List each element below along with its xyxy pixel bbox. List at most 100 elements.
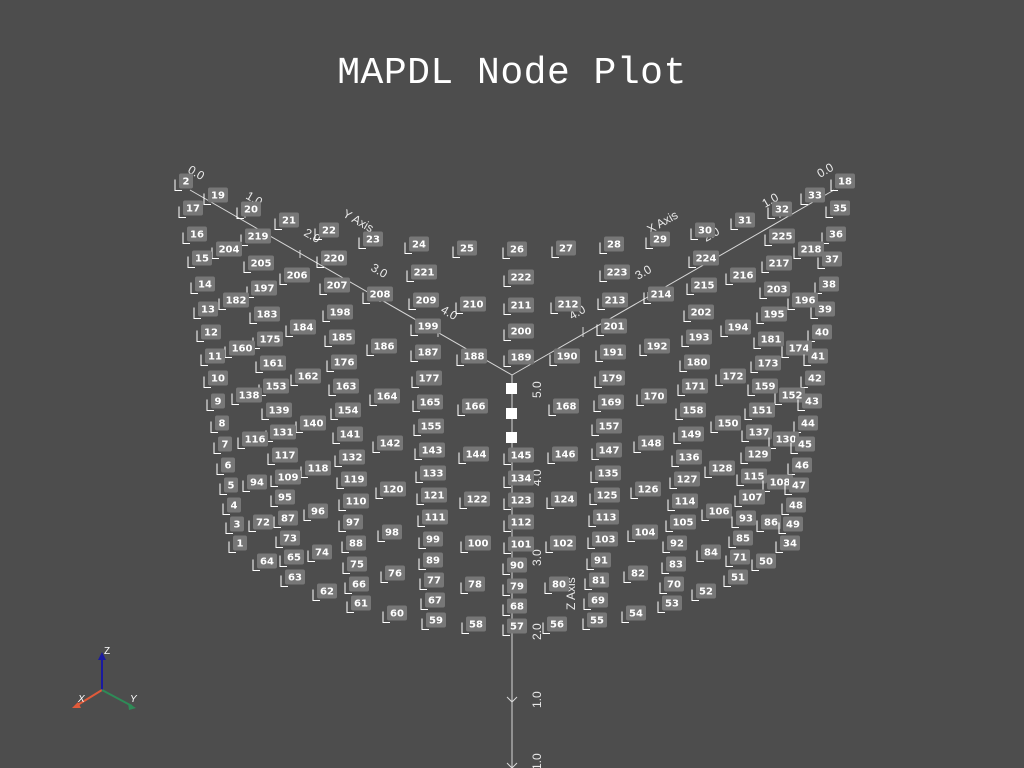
node-label[interactable]: 185 <box>324 329 355 347</box>
node-label[interactable]: 132 <box>334 449 365 467</box>
node-label[interactable]: 22 <box>314 222 339 240</box>
node-label[interactable]: 109 <box>270 469 301 487</box>
node-label[interactable]: 73 <box>275 530 300 548</box>
node-label[interactable]: 47 <box>784 477 809 495</box>
node-label[interactable]: 196 <box>787 292 818 310</box>
node-label[interactable]: 85 <box>728 530 753 548</box>
node-label[interactable]: 60 <box>382 605 407 623</box>
node-label[interactable]: 192 <box>639 338 670 356</box>
node-label[interactable]: 166 <box>457 398 488 416</box>
node-label[interactable]: 59 <box>421 612 446 630</box>
node-label[interactable]: 181 <box>753 331 784 349</box>
node-label[interactable]: 221 <box>406 264 437 282</box>
node-label[interactable]: 108 <box>762 474 793 492</box>
node-label[interactable]: 54 <box>621 605 646 623</box>
node-label[interactable]: 154 <box>330 402 361 420</box>
node-label[interactable]: 203 <box>759 281 790 299</box>
node-label[interactable]: 131 <box>265 424 296 442</box>
node-label[interactable]: 216 <box>725 267 756 285</box>
node-label[interactable]: 222 <box>503 269 534 287</box>
node-label[interactable]: 187 <box>410 344 441 362</box>
node-label[interactable]: 69 <box>583 592 608 610</box>
node-label[interactable]: 81 <box>584 572 609 590</box>
node-label[interactable]: 179 <box>594 370 625 388</box>
node-label[interactable]: 19 <box>203 187 228 205</box>
node-label[interactable]: 70 <box>659 576 684 594</box>
node-label[interactable]: 9 <box>206 393 225 411</box>
node-label[interactable]: 82 <box>623 565 648 583</box>
node-label[interactable]: 158 <box>675 402 706 420</box>
node-label[interactable]: 183 <box>249 306 280 324</box>
node-label[interactable]: 29 <box>645 231 670 249</box>
node-label[interactable]: 42 <box>800 370 825 388</box>
node-label[interactable]: 12 <box>196 324 221 342</box>
node-label[interactable]: 66 <box>344 576 369 594</box>
node-label[interactable]: 40 <box>807 324 832 342</box>
node-label[interactable]: 157 <box>591 418 622 436</box>
node-label[interactable]: 76 <box>380 565 405 583</box>
node-label[interactable]: 120 <box>375 481 406 499</box>
node-label[interactable]: 143 <box>414 442 445 460</box>
node-label[interactable]: 77 <box>419 572 444 590</box>
node-label[interactable]: 199 <box>410 318 441 336</box>
node-label[interactable]: 86 <box>756 514 781 532</box>
node-label[interactable]: 10 <box>203 370 228 388</box>
node-label[interactable]: 116 <box>237 431 268 449</box>
node-label[interactable]: 46 <box>787 457 812 475</box>
node-label[interactable]: 31 <box>730 212 755 230</box>
node-label[interactable]: 28 <box>599 236 624 254</box>
node-label[interactable]: 45 <box>790 436 815 454</box>
node-label[interactable]: 117 <box>267 447 298 465</box>
node-label[interactable]: 39 <box>810 301 835 319</box>
node-label[interactable]: 106 <box>701 503 732 521</box>
node-label[interactable]: 200 <box>503 323 534 341</box>
node-label[interactable]: 107 <box>734 489 765 507</box>
node-label[interactable]: 67 <box>420 592 445 610</box>
node-label[interactable]: 87 <box>273 510 298 528</box>
node-label[interactable]: 147 <box>591 442 622 460</box>
node-label[interactable]: 23 <box>358 231 383 249</box>
node-label[interactable]: 111 <box>417 509 448 527</box>
node-label[interactable]: 2 <box>174 173 193 191</box>
node-label[interactable]: 102 <box>545 535 576 553</box>
node-label[interactable]: 212 <box>550 296 581 314</box>
node-label[interactable]: 44 <box>793 415 818 433</box>
node-label[interactable]: 142 <box>372 435 403 453</box>
node-label[interactable]: 8 <box>210 415 229 433</box>
node-label[interactable]: 24 <box>404 236 429 254</box>
node-label[interactable]: 53 <box>657 595 682 613</box>
node-label[interactable]: 58 <box>461 616 486 634</box>
node-label[interactable]: 214 <box>643 286 674 304</box>
node-label[interactable]: 68 <box>502 598 527 616</box>
node-label[interactable]: 159 <box>747 378 778 396</box>
node-label[interactable]: 204 <box>211 241 242 259</box>
node-label[interactable]: 32 <box>767 201 792 219</box>
node-label[interactable]: 90 <box>502 557 527 575</box>
node-label[interactable]: 153 <box>258 378 289 396</box>
node-label[interactable]: 21 <box>274 212 299 230</box>
node-label[interactable]: 129 <box>740 446 771 464</box>
node-label[interactable]: 50 <box>751 553 776 571</box>
node-label[interactable]: 134 <box>503 470 534 488</box>
node-label[interactable]: 170 <box>636 388 667 406</box>
node-label[interactable]: 61 <box>346 595 371 613</box>
node-label[interactable]: 65 <box>279 549 304 567</box>
node-label[interactable]: 6 <box>216 457 235 475</box>
node-label[interactable]: 223 <box>599 264 630 282</box>
node-label[interactable]: 122 <box>459 491 490 509</box>
node-label[interactable]: 74 <box>307 544 332 562</box>
node-label[interactable]: 79 <box>502 578 527 596</box>
node-label[interactable]: 5 <box>219 477 238 495</box>
node-label[interactable]: 195 <box>756 306 787 324</box>
node-label[interactable]: 52 <box>691 583 716 601</box>
node-label[interactable]: 175 <box>252 331 283 349</box>
node-label[interactable]: 93 <box>731 510 756 528</box>
node-label[interactable]: 149 <box>673 426 704 444</box>
node-label[interactable]: 194 <box>720 319 751 337</box>
node-label[interactable]: 124 <box>546 491 577 509</box>
node-label[interactable]: 150 <box>710 415 741 433</box>
node-label[interactable]: 38 <box>814 276 839 294</box>
node-label[interactable]: 63 <box>280 569 305 587</box>
node-label[interactable]: 162 <box>290 368 321 386</box>
node-label[interactable]: 95 <box>270 489 295 507</box>
